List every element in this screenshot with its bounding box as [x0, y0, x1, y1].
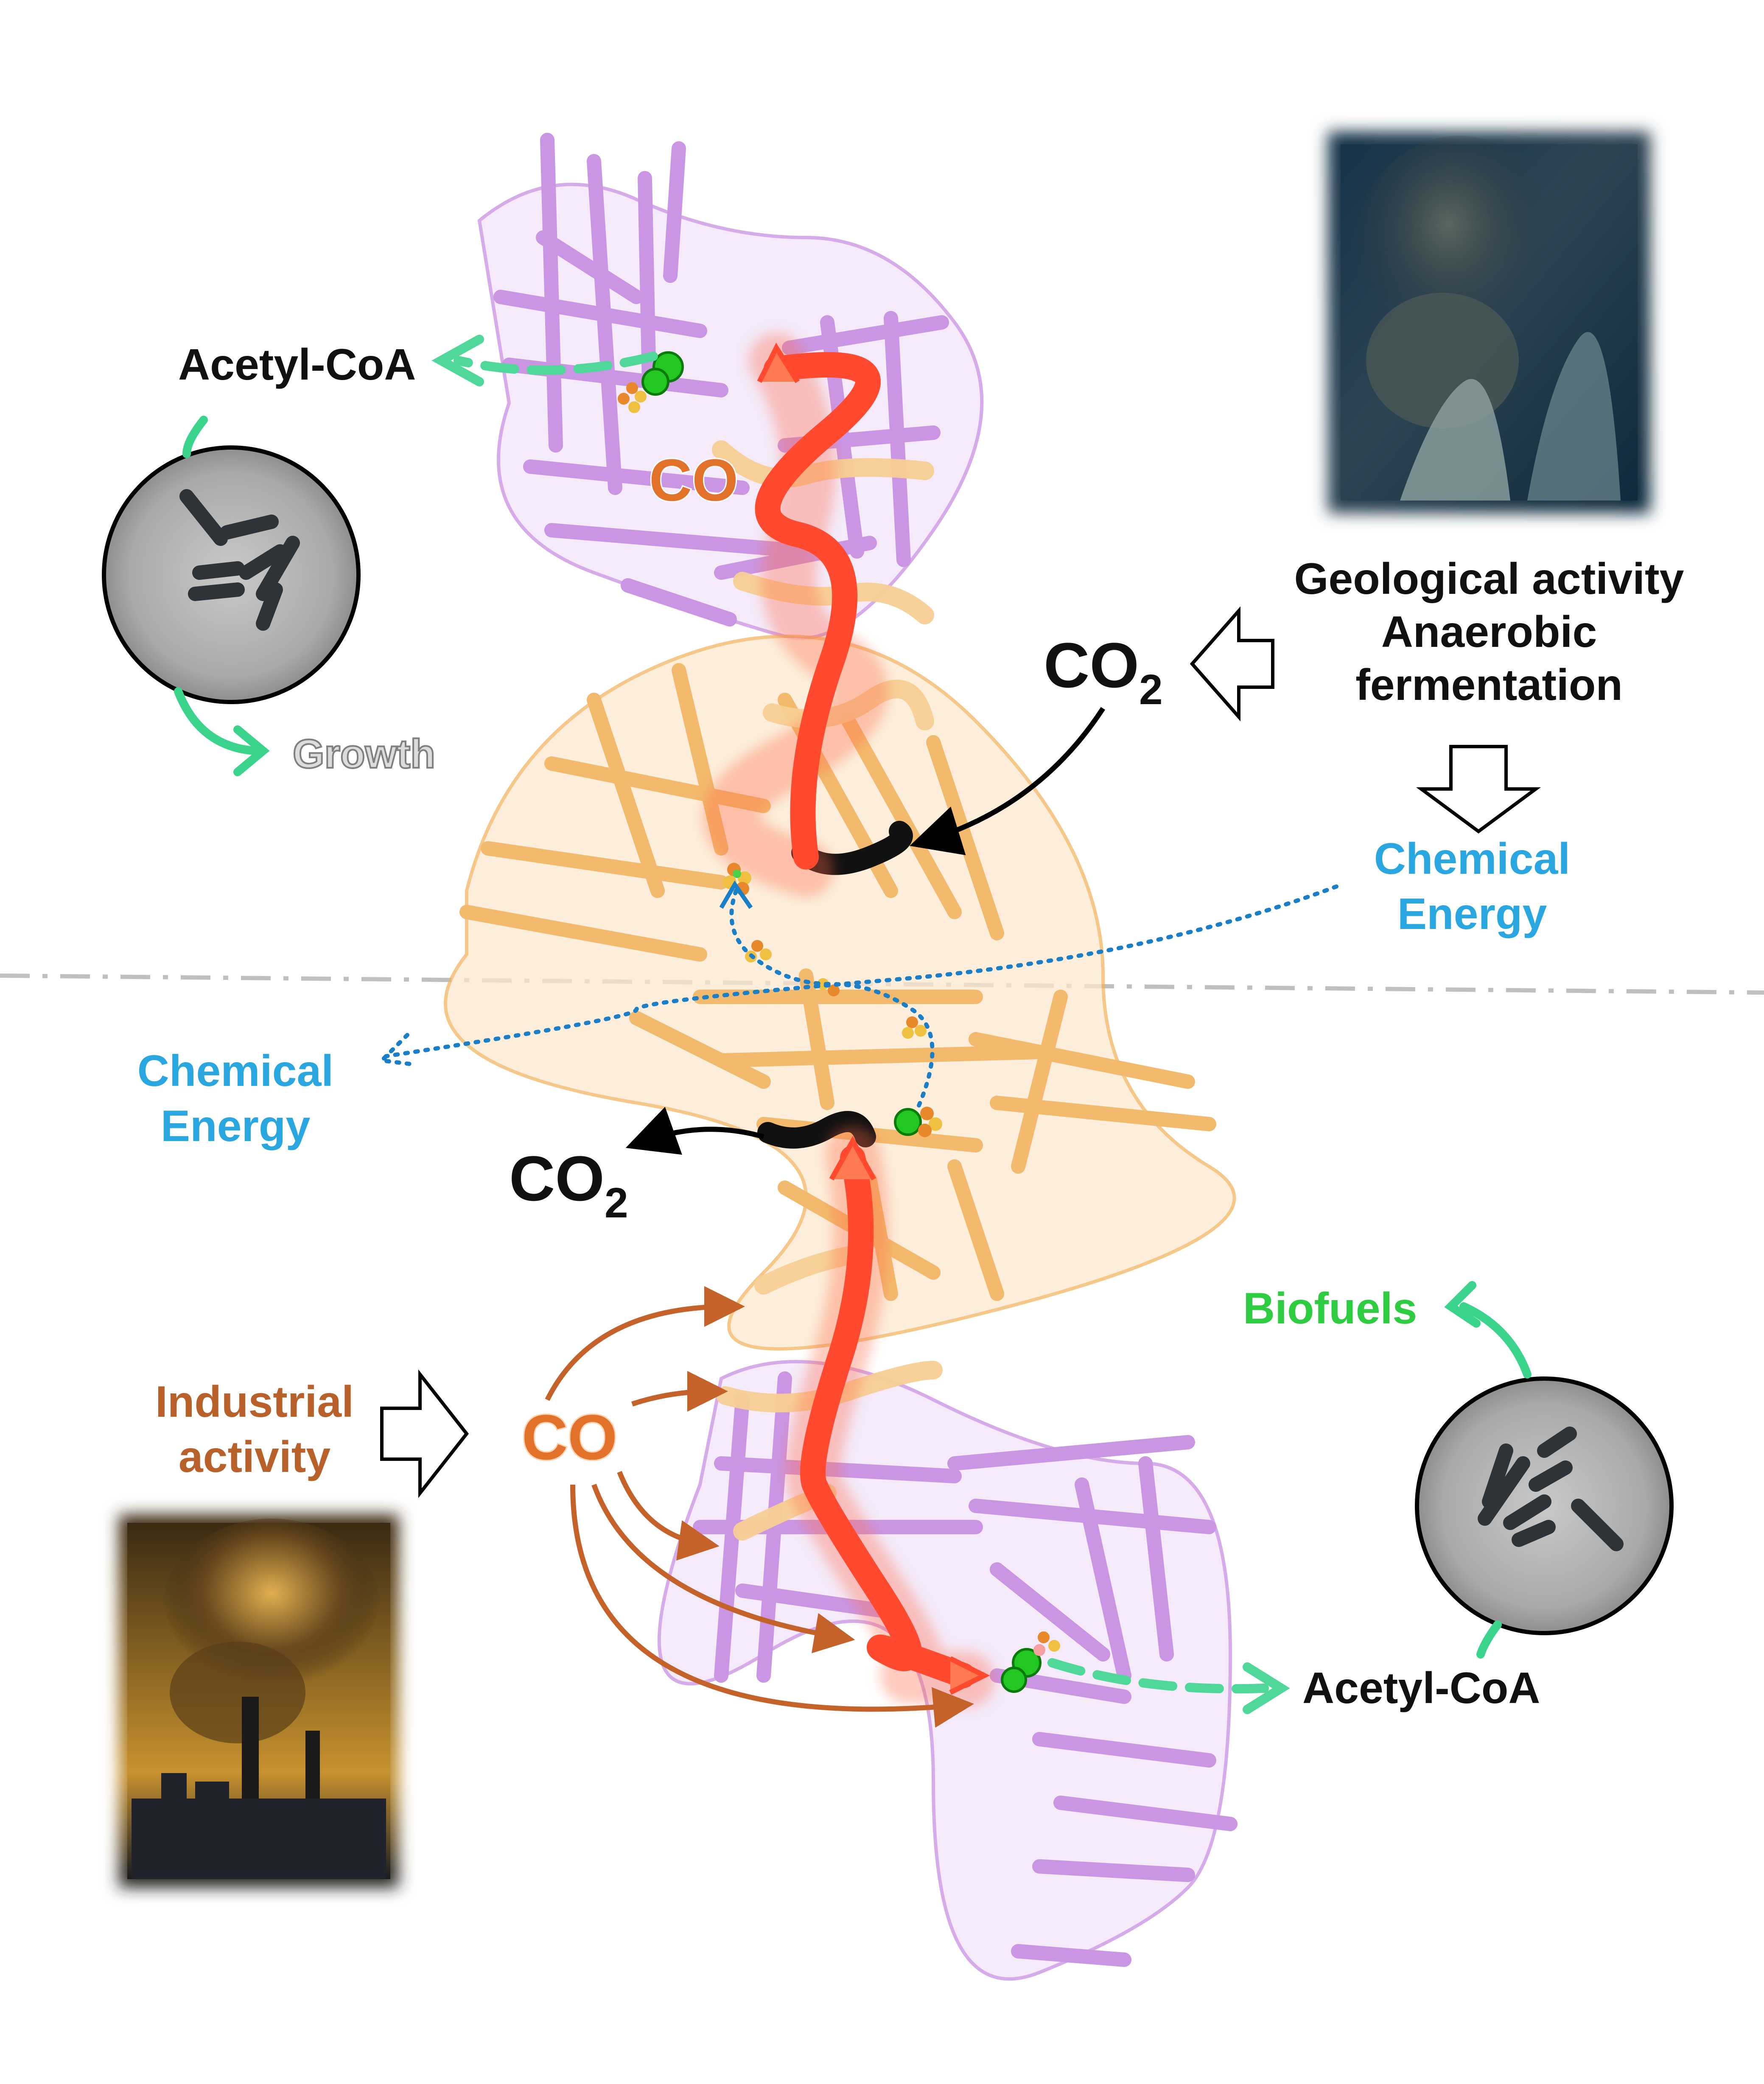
metal-clusters	[618, 351, 1060, 1693]
growth-label: Growth	[293, 731, 435, 777]
biofuels-label: Biofuels	[1243, 1284, 1417, 1333]
hydrothermal-vent-photo	[1328, 131, 1650, 513]
electron-path-arrowhead	[719, 880, 753, 909]
hollow-arrow-down	[1416, 745, 1541, 834]
divider-line	[0, 973, 1764, 995]
protein-structure	[444, 133, 1238, 1981]
factory-smoke-photo	[119, 1514, 399, 1888]
chemical-energy-left-label: Chemical Energy	[137, 1046, 333, 1151]
geo-line-1: Geological activity	[1294, 554, 1684, 604]
cluster-bottom	[1001, 1631, 1060, 1693]
co-tunnel-top	[703, 333, 888, 897]
acetyl-arrow-top	[431, 335, 658, 386]
co2-bottom-label: CO2	[509, 1143, 628, 1227]
acetyl-coa-top-label: Acetyl-CoA	[178, 340, 416, 389]
co2-top-sub: 2	[1139, 666, 1163, 713]
cluster-mid-e	[894, 1107, 942, 1137]
hollow-arrow-right	[380, 1369, 469, 1498]
protein-domain-top-purple	[477, 133, 984, 640]
geological-activity-label: Geological activity Anaerobic fermentati…	[1294, 554, 1684, 710]
acetyl-coa-bottom-label: Acetyl-CoA	[1302, 1664, 1540, 1713]
biofuels-cycle-arrows	[1444, 1281, 1532, 1659]
co-bottom-label: CO	[522, 1401, 617, 1473]
cluster-mid-a	[723, 863, 751, 895]
cluster-top	[618, 351, 684, 413]
co-top-label: CO	[649, 447, 738, 513]
co2-bottom-main: CO	[509, 1143, 605, 1214]
chemical-energy-right-label: Chemical Energy	[1374, 834, 1570, 939]
growth-cycle-arrows	[174, 416, 270, 776]
co2-top-main: CO	[1044, 629, 1139, 701]
geo-line-3: fermentation	[1355, 660, 1623, 710]
cluster-mid-d	[902, 1016, 927, 1039]
co-distribution-arrows	[545, 1286, 974, 1728]
industrial-line-2: activity	[179, 1432, 331, 1482]
co-tunnel-bottom	[785, 1126, 995, 1707]
chem-energy-right-2: Energy	[1397, 890, 1547, 939]
acetyl-arrow-bottom	[1047, 1658, 1290, 1714]
bacteria-micrograph-bottom	[1415, 1376, 1674, 1635]
co2-bottom-sub: 2	[605, 1179, 628, 1227]
co2-arrow-bottom	[625, 1107, 764, 1155]
chemical-energy-curves	[377, 884, 1338, 1067]
svg-text:CO2: CO2	[509, 1143, 628, 1227]
hollow-arrow-left	[1190, 606, 1274, 722]
geo-line-2: Anaerobic	[1381, 607, 1597, 657]
co2-channel-bottom	[757, 1111, 876, 1149]
industrial-activity-label: Industrial activity	[155, 1377, 354, 1482]
industrial-line-1: Industrial	[155, 1377, 354, 1427]
chem-energy-left-1: Chemical	[137, 1046, 333, 1096]
co2-arrow-top	[910, 707, 1106, 856]
co2-top-label: CO2	[1044, 629, 1163, 713]
bacteria-micrograph-top	[102, 445, 361, 704]
svg-text:CO2: CO2	[1044, 629, 1163, 713]
chem-energy-right-1: Chemical	[1374, 834, 1570, 884]
chem-energy-left-2: Energy	[161, 1102, 311, 1151]
